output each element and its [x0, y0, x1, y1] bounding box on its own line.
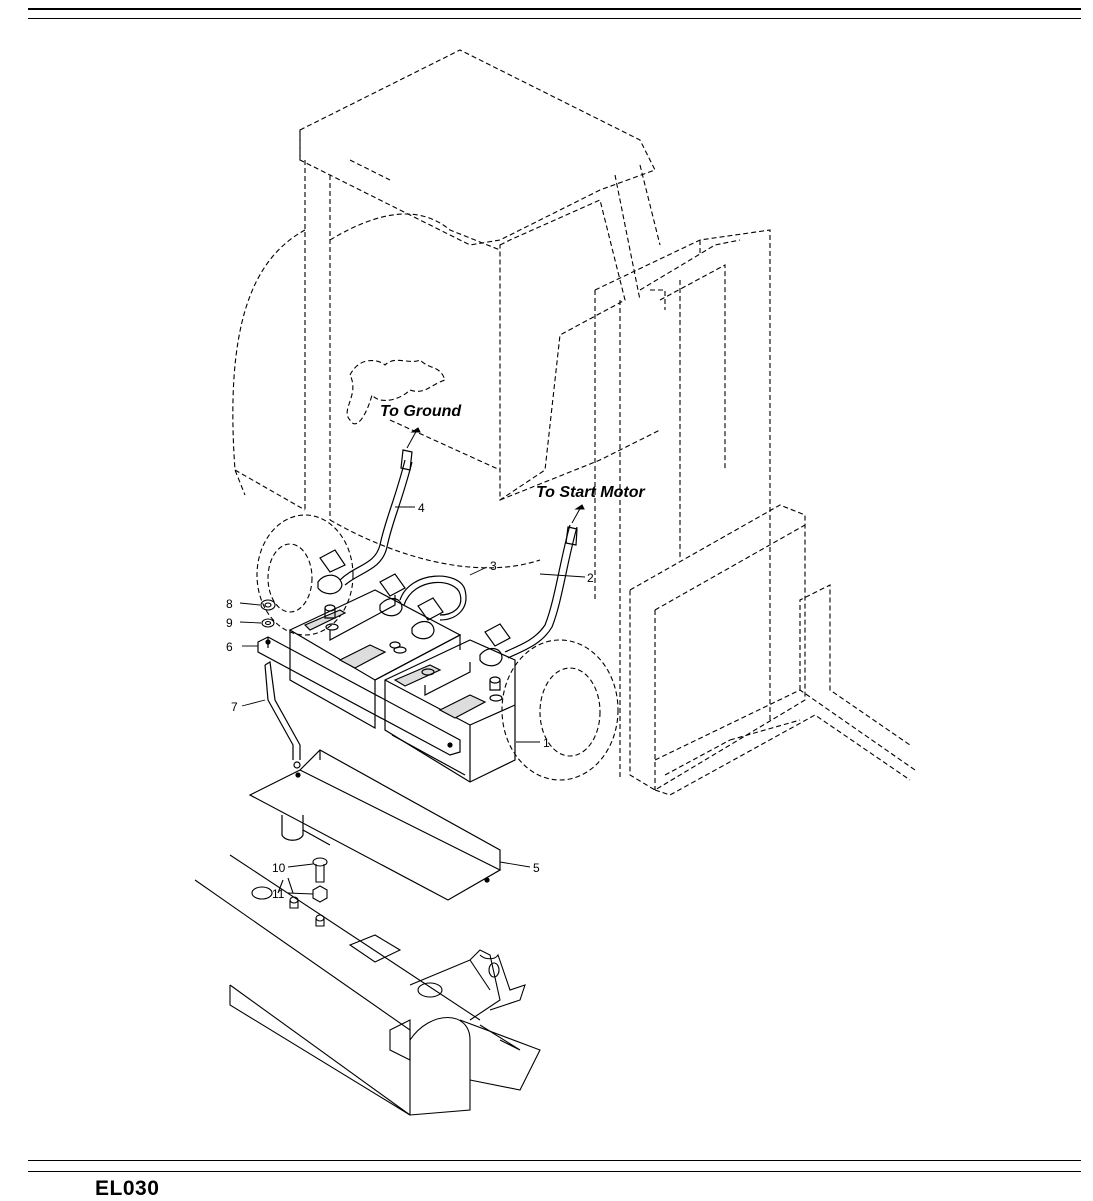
- callout-5: 5: [533, 861, 540, 875]
- chassis-frame: [194, 854, 541, 1116]
- callout-7: 7: [231, 700, 238, 714]
- hold-down-bar: [257, 636, 461, 756]
- top-rule: [28, 8, 1081, 10]
- bottom-rule-inner: [28, 1171, 1081, 1172]
- to-ground-label: To Ground: [380, 403, 462, 420]
- figure-code: EL030: [95, 1177, 160, 1200]
- callout-8: 8: [226, 597, 233, 611]
- hold-down-rod: [264, 661, 301, 769]
- callout-2: 2: [587, 571, 594, 585]
- callout-6: 6: [226, 640, 233, 654]
- forklift-outline: [232, 49, 916, 796]
- callout-3: 3: [490, 559, 497, 573]
- to-start-motor-label: To Start Motor: [536, 484, 646, 501]
- callout-1: 1: [543, 736, 550, 750]
- cables: [317, 449, 578, 691]
- callout-11: 11: [272, 887, 285, 901]
- callout-labels: 1 2 3 4 5 6 7 8 9 10 11: [226, 501, 594, 901]
- destination-arrows: [406, 427, 585, 524]
- battery-tray: [248, 749, 502, 901]
- callout-4: 4: [418, 501, 425, 515]
- leader-lines: [239, 506, 586, 895]
- bottom-rule: [28, 1160, 1081, 1161]
- callout-10: 10: [272, 861, 286, 875]
- batteries: [288, 589, 516, 783]
- top-rule-inner: [28, 18, 1081, 19]
- callout-9: 9: [226, 616, 233, 630]
- hardware: [260, 599, 328, 927]
